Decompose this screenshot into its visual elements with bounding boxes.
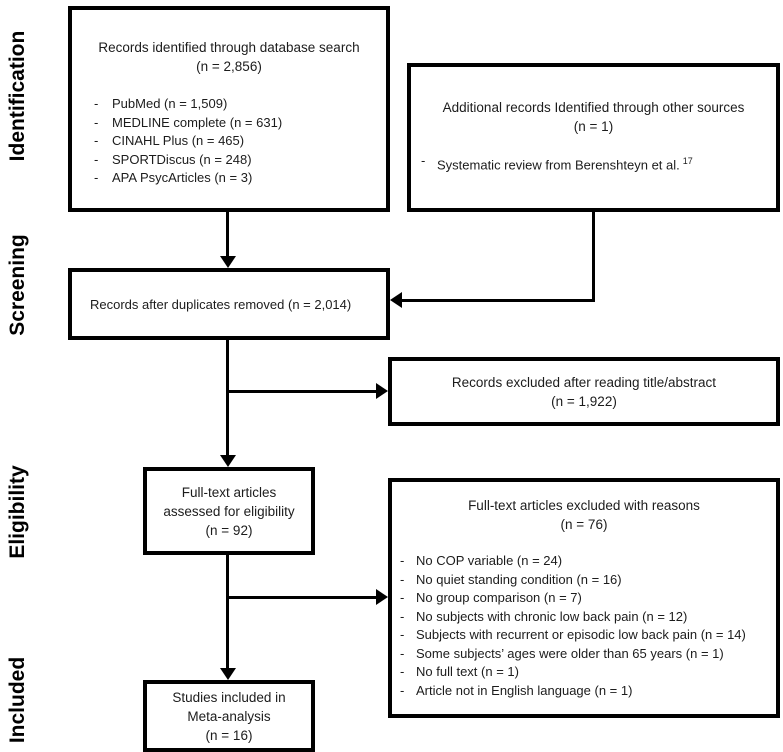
records-excluded-count: (n = 1,922) [551,393,617,409]
fulltext-assessed-line: (n = 92) [205,522,253,538]
connector-to-fulltext-excluded [226,596,376,599]
list-item: - MEDLINE complete (n = 631) [94,114,386,133]
list-item: - SPORTDiscus (n = 248) [94,151,386,170]
dash-bullet: - [400,627,405,642]
dash-bullet: - [94,114,99,130]
list-item-text: No COP variable (n = 24) [416,553,563,568]
list-item-text: PubMed (n = 1,509) [112,96,228,111]
dash-bullet: - [400,664,405,679]
included-content: Studies included in Meta-analysis (n = 1… [147,684,311,748]
dash-bullet: - [94,96,99,111]
dash-bullet: - [400,682,405,698]
fulltext-assessed-line: Full-text articles [181,484,277,500]
list-item-text: Article not in English language (n = 1) [416,682,633,698]
arrow-right-icon [376,589,388,605]
list-item: - APA PsycArticles (n = 3) [94,169,386,188]
records-excluded-content: Records excluded after reading title/abs… [392,361,776,422]
list-item: - Some subjects’ ages were older than 65… [400,645,774,664]
list-item: - No full text (n = 1) [400,663,774,682]
other-sources-count: (n = 1) [573,119,614,134]
list-item-text: SPORTDiscus (n = 248) [112,151,252,167]
included-line: (n = 16) [205,727,253,743]
citation-text: Systematic review from Berenshteyn et al… [437,157,680,173]
list-item-text: Subjects with recurrent or episodic low … [416,627,746,642]
connector-db-to-dup [226,212,229,258]
box-duplicates-removed: Records after duplicates removed (n = 2,… [68,268,390,340]
database-search-title: Records identified through database sear… [98,40,360,55]
list-item-text: No quiet standing condition (n = 16) [416,571,622,587]
fulltext-assessed-line: assessed for eligibility [163,503,295,519]
connector-dup-to-fulltext [226,340,229,456]
stage-label-included: Included [6,656,29,744]
records-excluded-title: Records excluded after reading title/abs… [451,374,717,390]
connector-other-horizontal [402,299,595,302]
list-item-text: APA PsycArticles (n = 3) [112,170,253,185]
included-line: Studies included in [172,689,286,705]
dash-bullet: - [400,571,405,587]
dash-bullet: - [400,553,405,568]
arrow-down-icon [220,256,236,268]
box-fulltext-excluded: Full-text articles excluded with reasons… [388,478,780,718]
list-item: - No group comparison (n = 7) [400,589,774,608]
list-item-text: Some subjects’ ages were older than 65 y… [416,645,724,661]
list-item: - No quiet standing condition (n = 16) [400,571,774,590]
list-item-text: CINAHL Plus (n = 465) [112,133,245,148]
fulltext-excluded-title: Full-text articles excluded with reasons [468,498,700,513]
fulltext-assessed-content: Full-text articles assessed for eligibil… [147,471,311,551]
list-item: - Subjects with recurrent or episodic lo… [400,626,774,645]
list-item: - No subjects with chronic low back pain… [400,608,774,627]
list-item-text: No subjects with chronic low back pain (… [416,608,688,624]
list-item-text: No group comparison (n = 7) [416,590,582,605]
box-other-sources: Additional records Identified through ot… [407,63,780,212]
list-item-text: MEDLINE complete (n = 631) [112,114,283,130]
dash-bullet: - [400,608,405,624]
database-search-count: (n = 2,856) [196,59,262,74]
fulltext-excluded-count: (n = 76) [560,517,608,532]
arrow-down-icon [220,455,236,467]
included-line: Meta-analysis [187,708,271,724]
list-item: - CINAHL Plus (n = 465) [94,132,386,151]
database-search-list: - PubMed (n = 1,509) - MEDLINE complete … [72,95,386,188]
dash-bullet: - [421,153,426,168]
list-item: - Systematic review from Berenshteyn et … [421,152,776,175]
list-item: - Article not in English language (n = 1… [400,682,774,701]
list-item-text: No full text (n = 1) [416,664,519,679]
dash-bullet: - [400,645,405,661]
dash-bullet: - [94,133,99,148]
box-fulltext-assessed: Full-text articles assessed for eligibil… [143,467,315,555]
arrow-right-icon [376,383,388,399]
connector-other-vertical [592,212,595,302]
duplicates-removed-text: Records after duplicates removed (n = 2,… [90,296,352,312]
box-records-excluded: Records excluded after reading title/abs… [388,357,780,426]
dash-bullet: - [400,590,405,605]
citation-superscript: 17 [682,156,693,166]
other-sources-list: - Systematic review from Berenshteyn et … [411,152,776,175]
connector-to-records-excluded [226,390,376,393]
arrow-down-icon [220,668,236,680]
list-item-text: Systematic review from Berenshteyn et al… [437,152,693,175]
box-database-search: Records identified through database sear… [68,6,390,212]
arrow-left-icon [390,292,402,308]
fulltext-excluded-list: - No COP variable (n = 24) - No quiet st… [392,552,776,700]
box-included: Studies included in Meta-analysis (n = 1… [143,680,315,752]
connector-fulltext-to-included [226,555,229,669]
stage-label-screening: Screening [6,234,29,336]
list-item: - No COP variable (n = 24) [400,552,774,571]
dash-bullet: - [94,170,99,185]
list-item: - PubMed (n = 1,509) [94,95,386,114]
other-sources-title: Additional records Identified through ot… [442,100,745,115]
dash-bullet: - [94,151,99,167]
